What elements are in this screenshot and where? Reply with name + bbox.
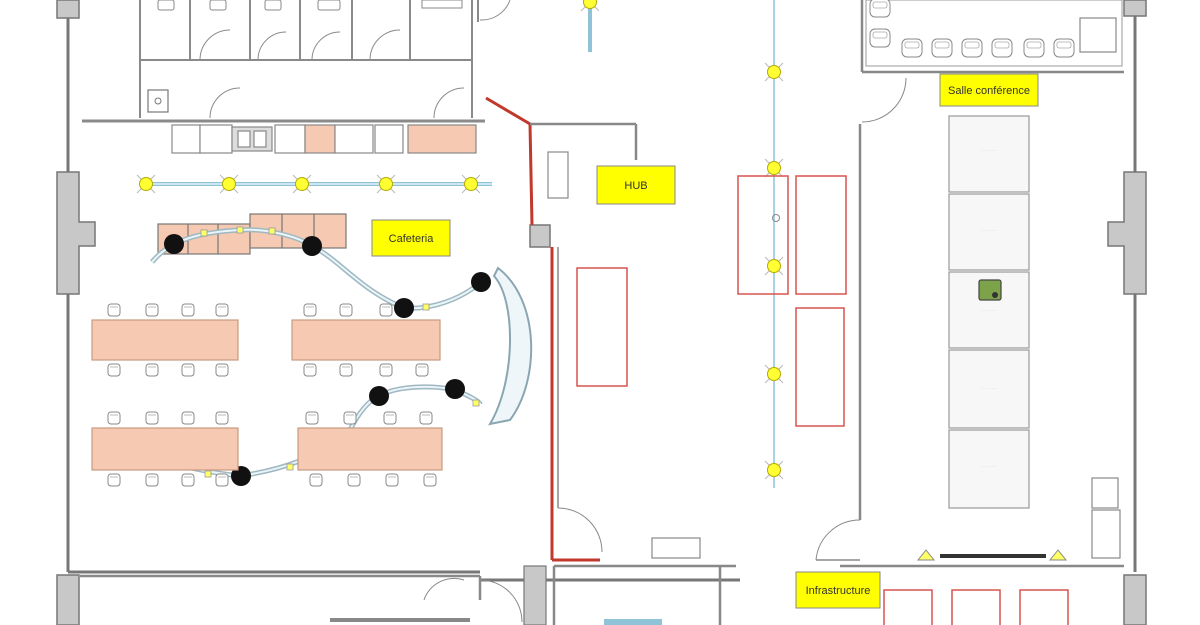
- light-fixture-icon: [461, 174, 481, 194]
- cafeteria-light-rail: [136, 174, 492, 194]
- light-fixture-icon: [764, 158, 784, 178]
- light-fixture-icon: [764, 62, 784, 82]
- kitchen-counter: [171, 124, 477, 154]
- conference-table: [948, 115, 1030, 509]
- svg-text:· · · · · ·: · · · · · ·: [982, 386, 996, 391]
- conference-top-area: [865, 0, 1123, 67]
- restroom-block: [82, 0, 511, 123]
- svg-text:Salle conférence: Salle conférence: [948, 85, 1030, 97]
- light-fixture-icon: [764, 364, 784, 384]
- hub-cabinet: [547, 151, 569, 199]
- infrastructure-zone-outlines: [883, 589, 1069, 625]
- room-label-cafeteria: Cafeteria: [371, 219, 451, 257]
- access-point-icon: [772, 214, 780, 222]
- corridor-zone-outlines: [737, 175, 847, 427]
- structural-pillars: [56, 0, 1147, 625]
- conference-side-cabinet: [1091, 477, 1121, 559]
- sink-icon: [147, 89, 169, 113]
- dining-tables: [91, 319, 443, 471]
- corridor-light-rail: [580, 0, 784, 488]
- light-fixture-icon: [376, 174, 396, 194]
- light-fixture-icon: [764, 256, 784, 276]
- conference-walls: [815, 0, 1124, 561]
- svg-text:· · · · · ·: · · · · · ·: [982, 464, 996, 469]
- room-label-hub: HUB: [596, 165, 676, 205]
- conference-table-captions: · · · · · · · · · · · · · · · · · · · · …: [982, 148, 996, 469]
- bottom-wing-walls: [80, 564, 736, 625]
- light-fixture-icon: [292, 174, 312, 194]
- svg-text:· · · · · ·: · · · · · ·: [982, 148, 996, 153]
- svg-text:Infrastructure: Infrastructure: [806, 585, 871, 597]
- light-fixture-icon: [136, 174, 156, 194]
- svg-text:· · · · · ·: · · · · · ·: [982, 228, 996, 233]
- light-fixture-icon: [219, 174, 239, 194]
- room-label-conference: Salle conférence: [939, 73, 1039, 107]
- room-label-infrastructure: Infrastructure: [795, 571, 881, 609]
- svg-text:· · · · · ·: · · · · · ·: [982, 308, 996, 313]
- toilet-icon: [157, 0, 463, 11]
- hub-partition: [485, 96, 638, 562]
- svg-text:HUB: HUB: [624, 180, 647, 192]
- chair-icon: [869, 0, 1075, 58]
- projector-icon: [978, 279, 1002, 301]
- bottom-room-cabinet: [651, 537, 701, 559]
- hub-zone-outline: [576, 267, 628, 387]
- bottom-room-fixture: [604, 619, 662, 625]
- service-counter: [157, 213, 347, 255]
- light-fixture-icon: [764, 460, 784, 480]
- access-point-icon: [916, 549, 1068, 561]
- svg-text:Cafeteria: Cafeteria: [389, 233, 435, 245]
